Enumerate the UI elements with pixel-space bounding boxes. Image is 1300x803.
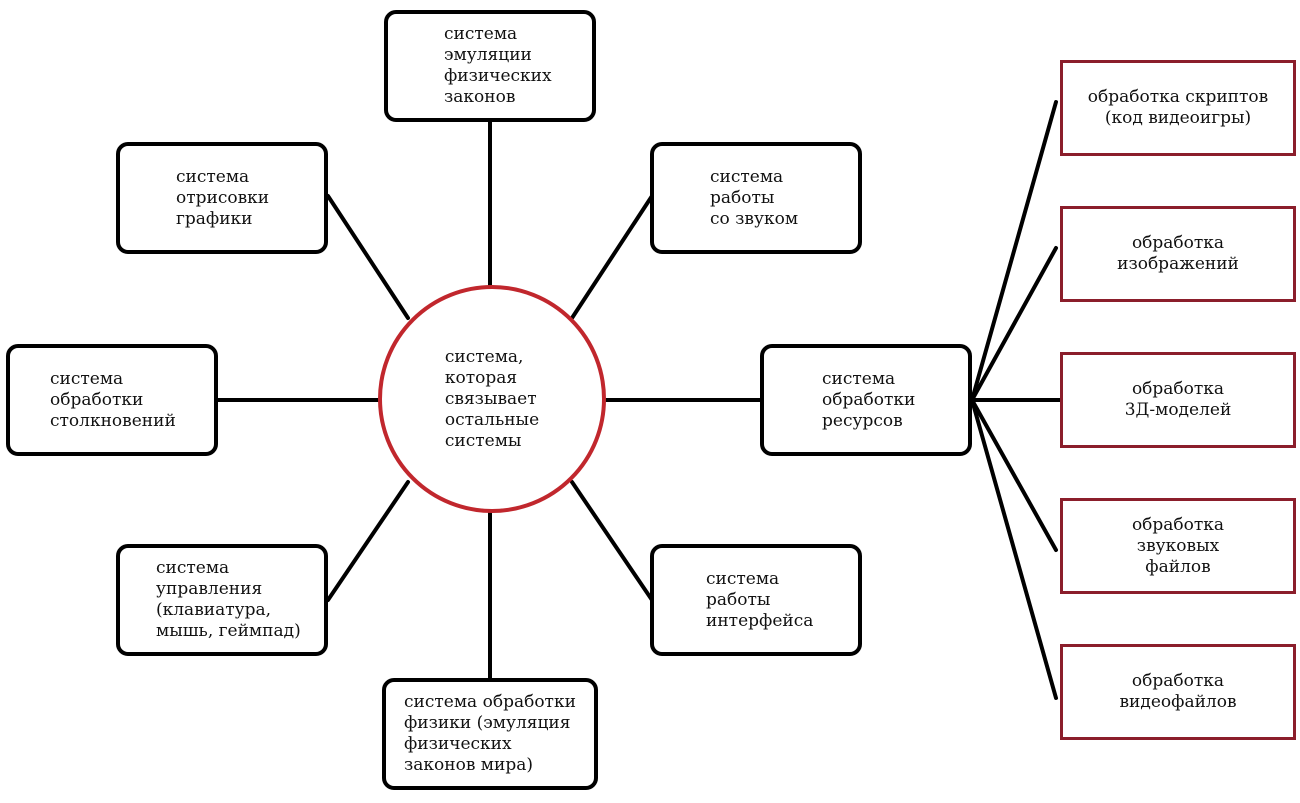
resource-system-box: система обработки ресурсов <box>760 344 972 456</box>
connector-resources-sound-files <box>970 398 1058 552</box>
interface-system-box: система работы интерфейса <box>650 544 862 656</box>
graphics-system-label: система отрисовки графики <box>176 166 270 229</box>
collision-system-label: система обработки столкновений <box>50 368 176 431</box>
sound-file-processing-label: обработка звуковых файлов <box>1131 514 1225 577</box>
connector-hub-controls <box>326 480 410 602</box>
model-processing-box: обработка 3Д-моделей <box>1060 352 1296 448</box>
video-file-processing-label: обработка видеофайлов <box>1119 671 1237 712</box>
sound-system-label: система работы со звуком <box>710 166 799 229</box>
image-processing-label: обработка изображений <box>1117 233 1239 274</box>
physics-emulation-system-box: система эмуляции физических законов <box>384 10 596 122</box>
control-system-box: система управления (клавиатура, мышь, ге… <box>116 544 328 656</box>
physics-emulation-system-label: система эмуляции физических законов <box>444 24 552 107</box>
graphics-system-box: система отрисовки графики <box>116 142 328 254</box>
control-system-label: система управления (клавиатура, мышь, ге… <box>156 558 301 641</box>
physics-system-label: система обработки физики (эмуляция физич… <box>404 692 576 775</box>
connector-resources-video-files <box>970 398 1058 700</box>
core-system-label: система, которая связывает остальные сис… <box>444 346 540 451</box>
sound-system-box: система работы со звуком <box>650 142 862 254</box>
connector-resources-images <box>970 246 1058 402</box>
interface-system-label: система работы интерфейса <box>706 568 814 631</box>
connector-hub-interface <box>570 480 654 602</box>
connector-hub-graphics <box>326 194 410 320</box>
connector-resources-scripts <box>970 100 1058 402</box>
physics-system-box: система обработки физики (эмуляция физич… <box>382 678 598 790</box>
core-system-hub: система, которая связывает остальные сис… <box>378 285 606 513</box>
collision-system-box: система обработки столкновений <box>6 344 218 456</box>
sound-file-processing-box: обработка звуковых файлов <box>1060 498 1296 594</box>
script-processing-label: обработка скриптов (код видеоигры) <box>1087 87 1269 128</box>
model-processing-label: обработка 3Д-моделей <box>1124 379 1232 420</box>
image-processing-box: обработка изображений <box>1060 206 1296 302</box>
connector-hub-sound <box>570 194 654 320</box>
script-processing-box: обработка скриптов (код видеоигры) <box>1060 60 1296 156</box>
resource-system-label: система обработки ресурсов <box>822 368 916 431</box>
video-file-processing-box: обработка видеофайлов <box>1060 644 1296 740</box>
